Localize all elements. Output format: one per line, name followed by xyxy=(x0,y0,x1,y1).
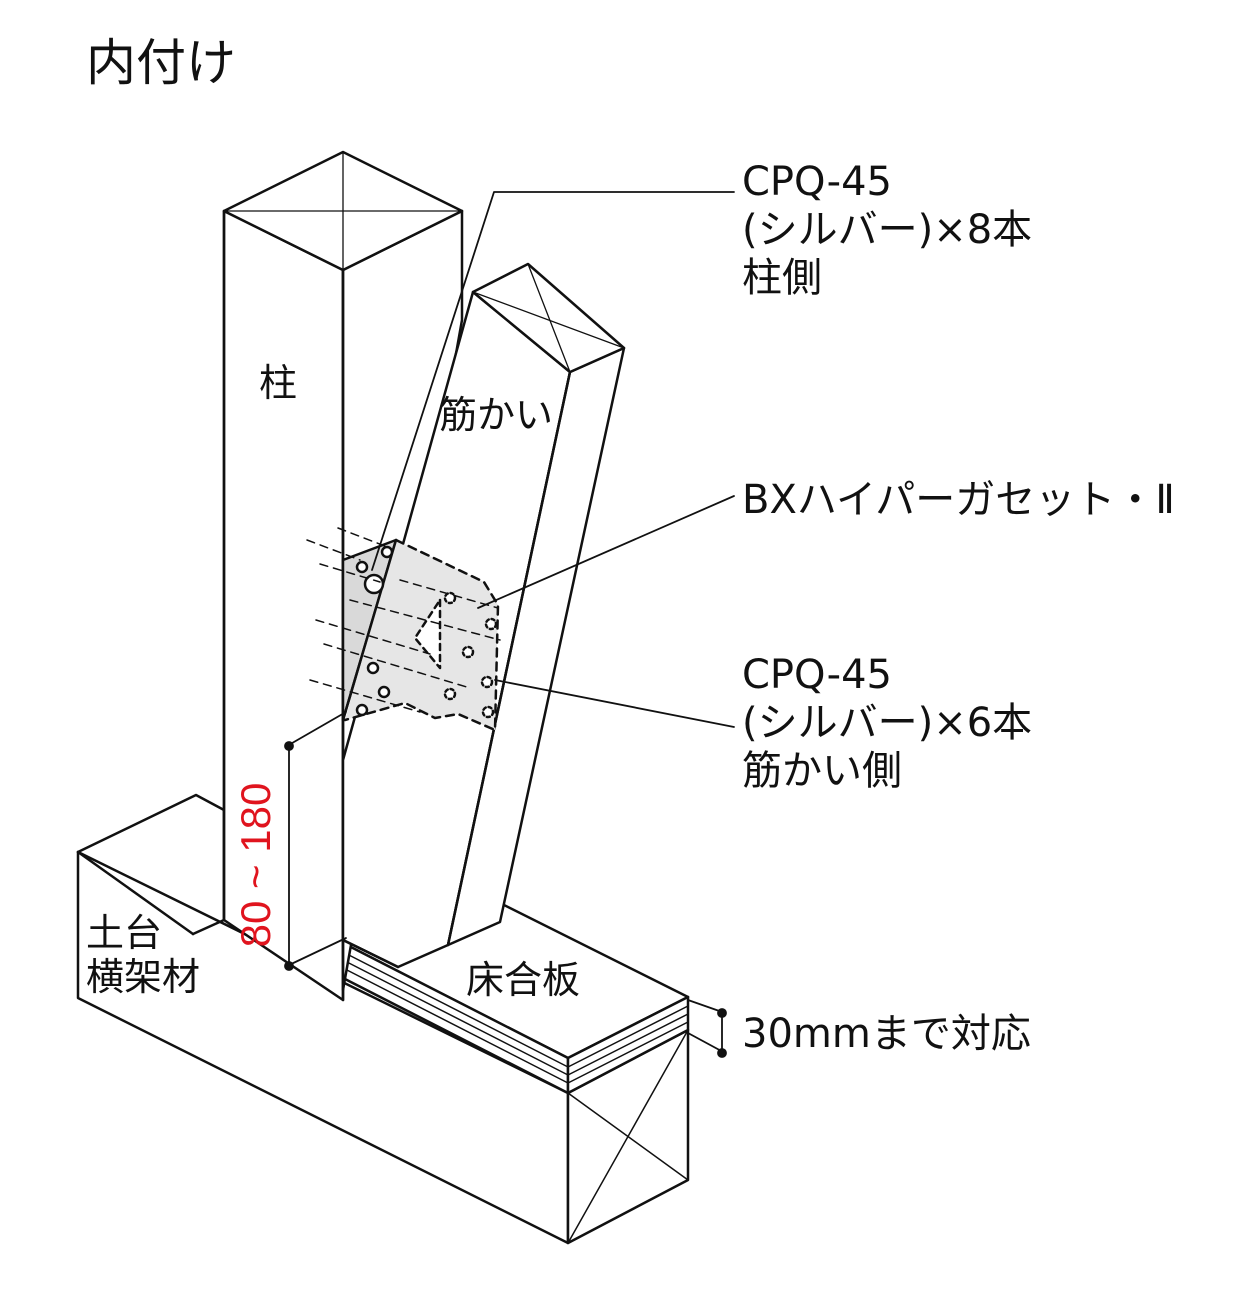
sill-beam xyxy=(76,793,690,1245)
callout-gusset: BXハイパーガセット・Ⅱ xyxy=(742,477,1175,523)
callout-floor-thickness: 30mmまで対応 xyxy=(742,1011,1031,1057)
page-title: 内付け xyxy=(86,34,236,92)
label-brace: 筋かい xyxy=(439,393,554,437)
dimension-range-text: 80 ~ 180 xyxy=(232,782,279,948)
dimension-80-180 xyxy=(284,711,347,971)
gusset-plate xyxy=(341,538,500,732)
label-sill: 土台 横架材 xyxy=(86,911,201,999)
label-floorboard: 床合板 xyxy=(466,958,581,1002)
callout-screw-pillar: CPQ-45 (シルバー)×8本 柱側 xyxy=(742,159,1033,301)
dimension-range-label: 80 ~ 180 xyxy=(232,752,279,978)
screw-axes xyxy=(306,527,501,713)
leader-lines xyxy=(371,191,735,728)
dimension-floor-thickness xyxy=(687,999,727,1058)
callout-screw-brace: CPQ-45 (シルバー)×6本 筋かい側 xyxy=(742,652,1033,794)
label-pillar: 柱 xyxy=(259,361,298,405)
